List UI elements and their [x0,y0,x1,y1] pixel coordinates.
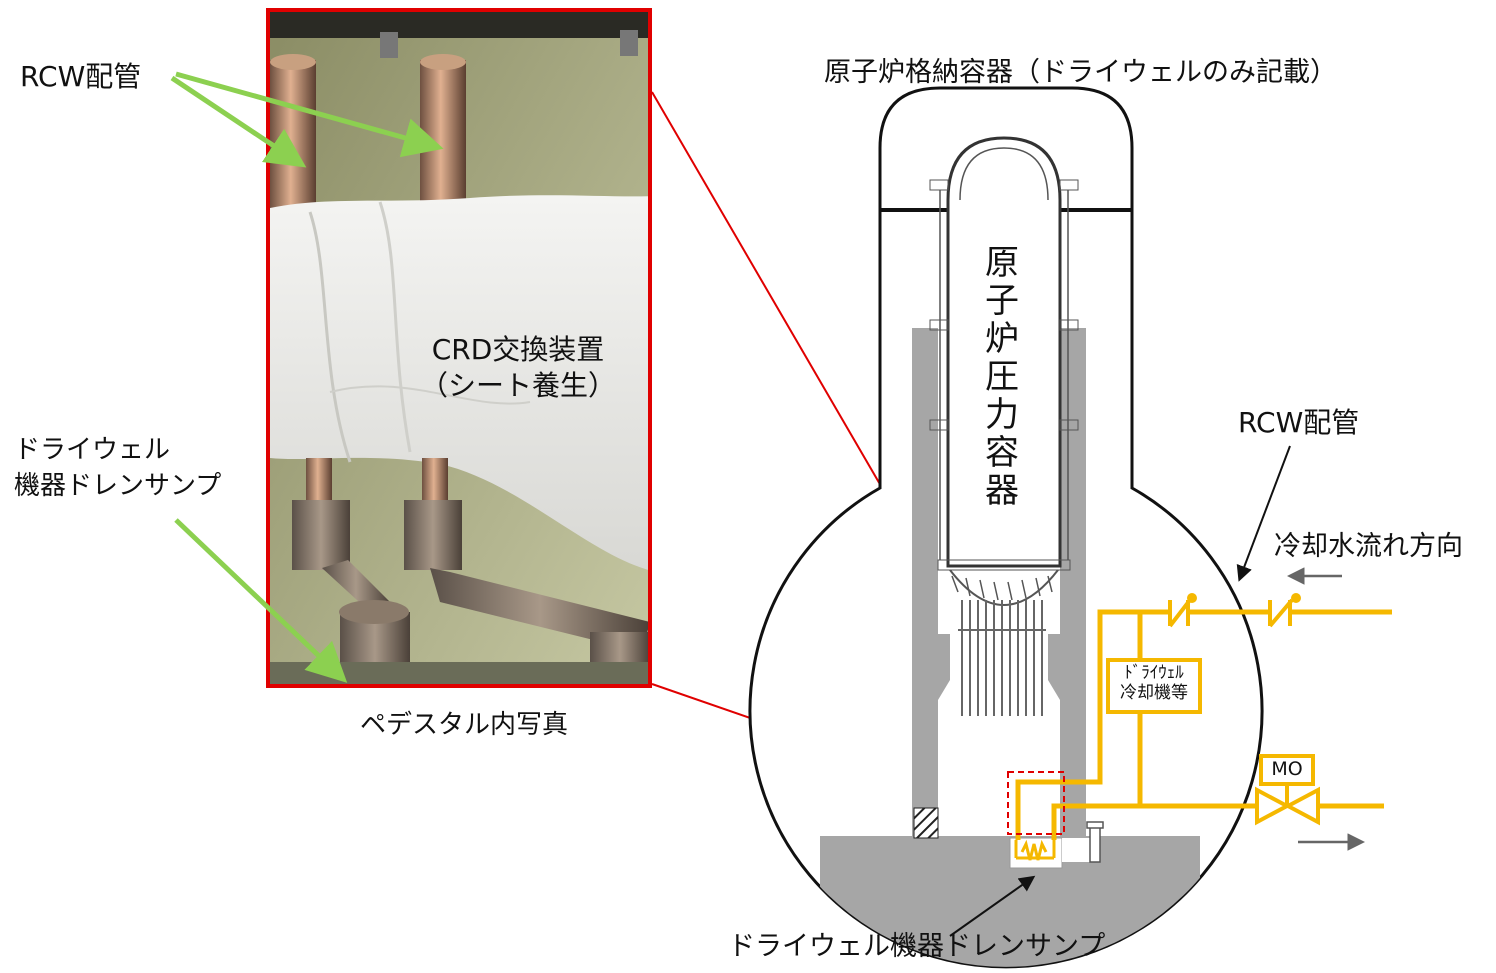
photo-title: ペデスタル内写真 [360,710,569,740]
photo-caption: CRD交換装置 （シート養生） [420,332,616,404]
mo-valve-label: MO [1271,758,1303,780]
check-valve-2 [1268,593,1301,628]
motor-operated-valve [1255,754,1320,826]
drain-sump [1009,821,1104,869]
sump-highlight-frame [1007,771,1065,835]
sump-bottom-arrow [949,875,1036,937]
photo-illustration [270,12,648,684]
rcw-left-arrows [170,71,444,168]
rpv-label: 原子炉圧力容器 [985,243,1019,511]
rcw-right-arrow [1236,445,1291,582]
drywell-cooler-box [1106,658,1202,714]
check-valve-1 [1168,593,1197,628]
hatched-block [913,807,939,839]
control-rod-drives [958,600,1046,716]
pedestal-photo: CRD交換装置 （シート養生） [266,8,652,688]
cooler-label: ﾄﾞﾗｲｳｪﾙ 冷却機等 [1108,663,1200,703]
rcw-right-label: RCW配管 [1238,406,1360,439]
rcw-left-label: RCW配管 [20,60,142,93]
rpv [929,136,1079,606]
pcv-title: 原子炉格納容器（ドライウェルのみ記載） [824,57,1337,88]
sump-left-label-line2: 機器ドレンサンプ [14,471,222,501]
sump-left-label-line1: ドライウェル [14,435,171,465]
pedestal [912,328,1086,839]
flow-direction-label: 冷却水流れ方向 [1274,531,1463,562]
cooler-label-line1: ﾄﾞﾗｲｳｪﾙ [1124,663,1184,683]
sump-bottom-label: ドライウェル機器ドレンサンプ [728,931,1106,962]
cooler-label-line2: 冷却機等 [1120,683,1188,703]
sump-left-arrow [174,518,348,683]
photo-caption-line2: （シート養生） [420,369,617,402]
photo-caption-line1: CRD交換装置 [431,333,605,366]
